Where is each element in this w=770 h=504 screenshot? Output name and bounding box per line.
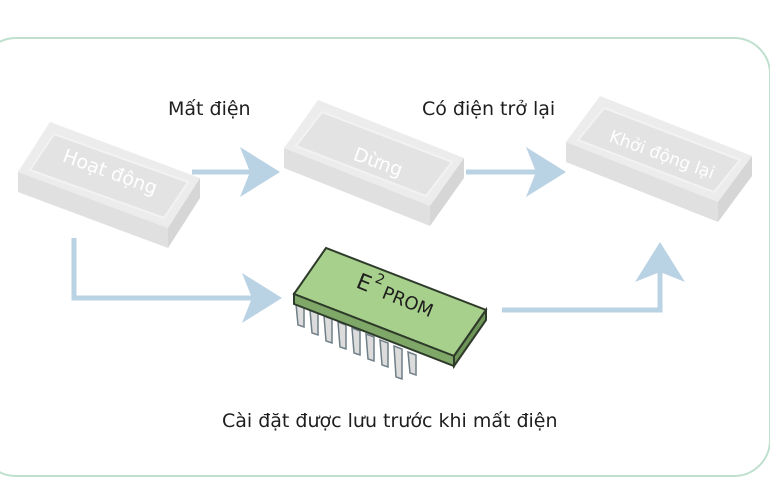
arrow-chip-to-restart: [502, 242, 685, 313]
state-box-restart: Khởi động lại: [566, 96, 752, 222]
event-label-power-loss: Mất điện: [168, 98, 251, 120]
state-box-running: Hoạt động: [18, 122, 200, 248]
arrow-running-to-chip: [71, 238, 282, 323]
state-box-stopped: Dừng: [284, 100, 464, 226]
eeprom-chip: E 2 PROM: [292, 246, 488, 381]
chip-pins: [295, 302, 417, 381]
footer-note: Cài đặt được lưu trước khi mất điện: [222, 410, 558, 432]
event-label-power-return: Có điện trở lại: [422, 98, 556, 120]
